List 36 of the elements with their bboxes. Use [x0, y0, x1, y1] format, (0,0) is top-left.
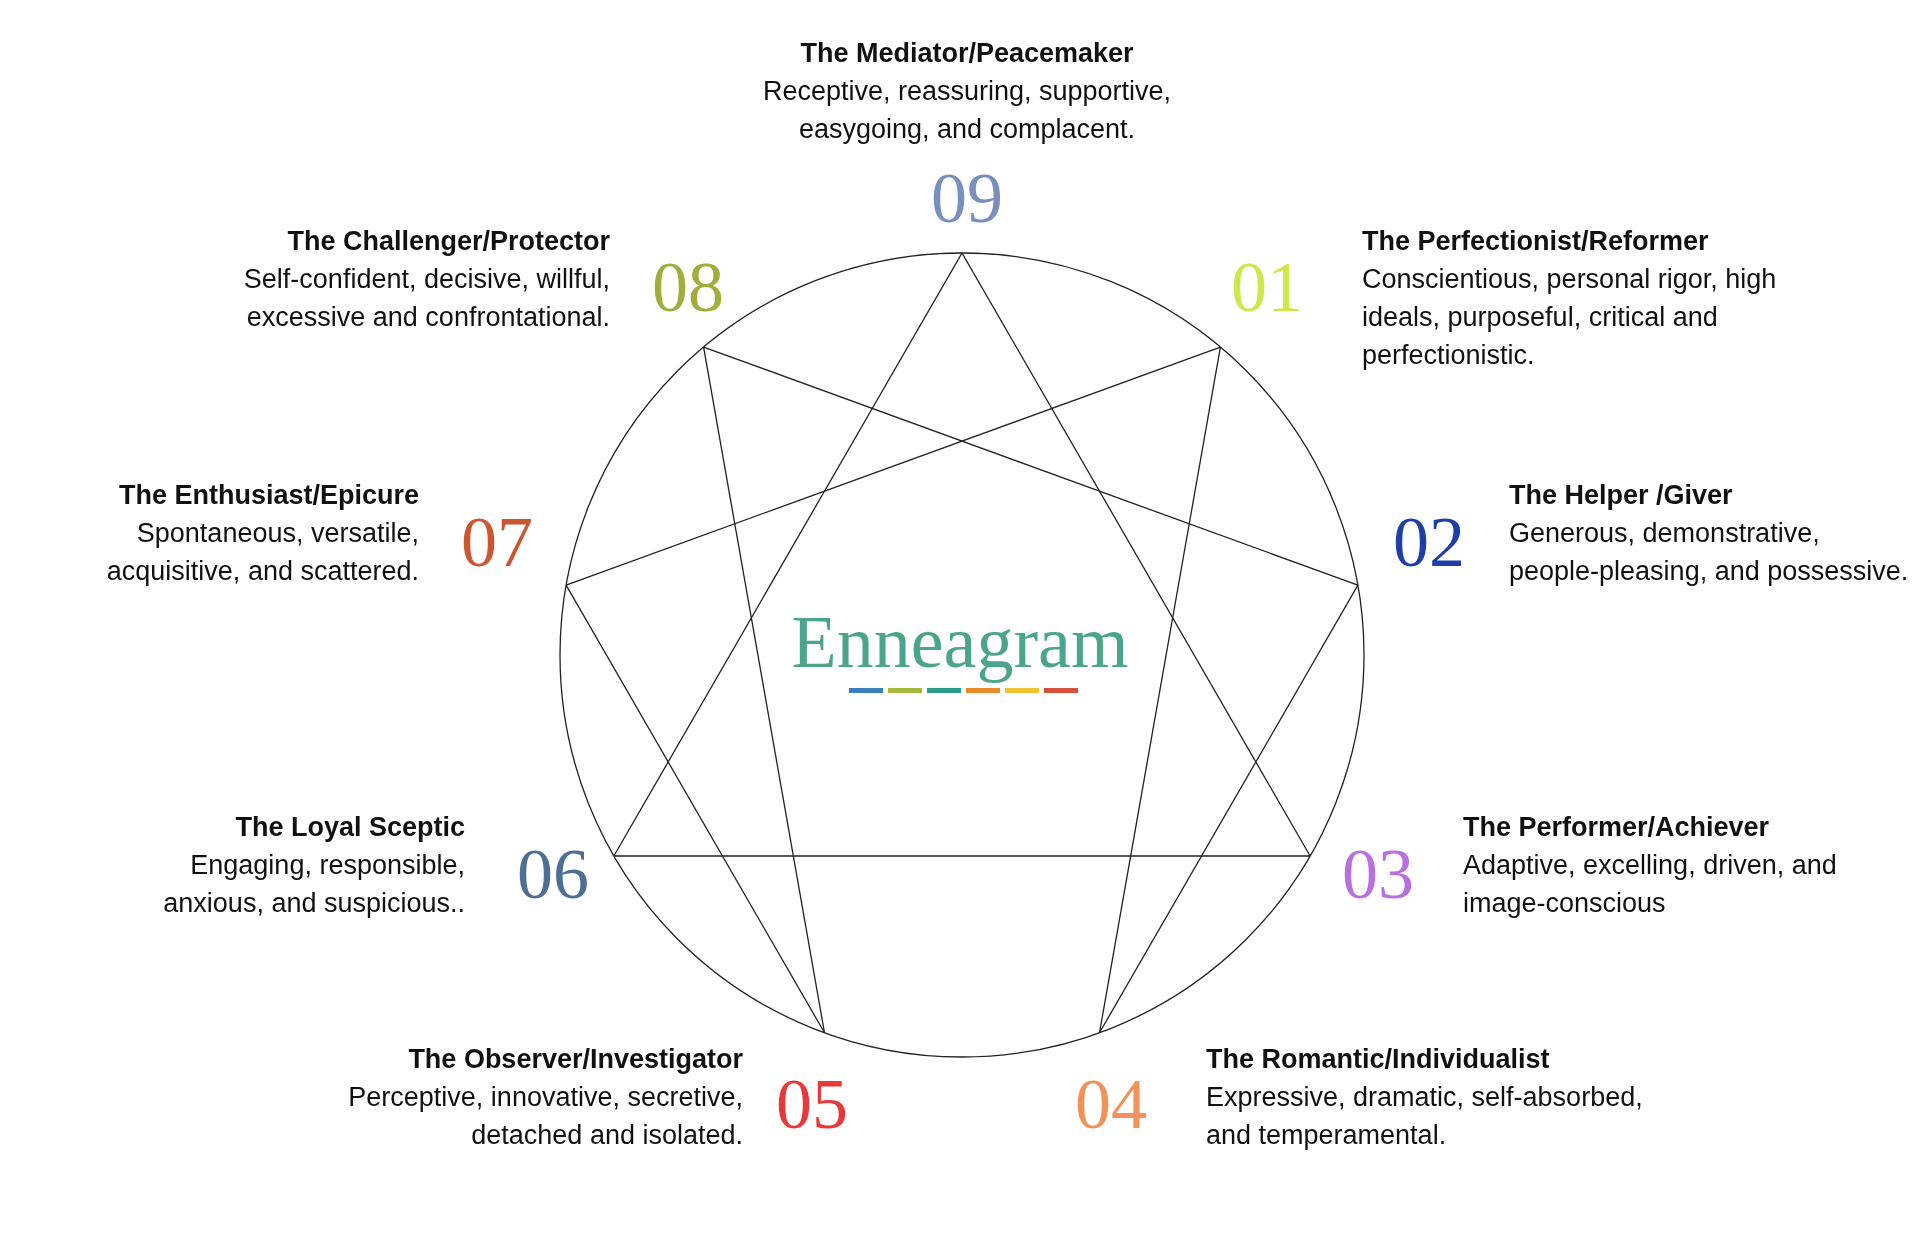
connector-line — [1098, 346, 1222, 1034]
type-heading: The Loyal Sceptic — [234, 811, 465, 844]
type-description: Generous, demonstrative, people-pleasing, and possessive. — [1509, 517, 1909, 588]
type-number: 06 — [517, 838, 589, 910]
type-description: Self-confident, decisive, willful, excessive and confrontational. — [242, 263, 610, 334]
type-number: 09 — [931, 162, 1003, 234]
type-number: 05 — [776, 1068, 848, 1140]
type-description: Engaging, responsible, anxious, and suspicious.. — [162, 849, 465, 920]
type-description: Conscientious, personal rigor, high ideals, purposeful, critical and perfectionistic. — [1362, 263, 1778, 372]
type-heading: The Romantic/Individualist — [1206, 1043, 1551, 1076]
connector-line — [613, 855, 1311, 857]
connector-line — [961, 252, 1311, 857]
type-number: 04 — [1075, 1068, 1147, 1140]
connector-line — [565, 346, 1222, 586]
type-description: Adaptive, excelling, driven, and image-conscious — [1463, 849, 1838, 920]
type-number: 02 — [1393, 506, 1465, 578]
type-number: 01 — [1231, 251, 1303, 323]
type-heading: The Perfectionist/Reformer — [1362, 225, 1710, 258]
type-heading: The Enthusiast/Epicure — [117, 479, 419, 512]
type-heading: The Mediator/Peacemaker — [799, 37, 1135, 70]
type-heading: The Challenger/Protector — [286, 225, 610, 258]
type-heading: The Helper /Giver — [1509, 479, 1734, 512]
type-heading: The Performer/Achiever — [1463, 811, 1771, 844]
type-number: 07 — [461, 506, 533, 578]
connector-line — [565, 584, 826, 1034]
type-description: Spontaneous, versatile, acquisitive, and scattered. — [105, 517, 419, 588]
connector-line — [702, 346, 826, 1034]
connector-line — [702, 346, 1359, 586]
connector-line — [613, 252, 963, 857]
type-heading: The Observer/Investigator — [407, 1043, 743, 1076]
type-description: Perceptive, innovative, secretive, detached and isolated. — [347, 1081, 743, 1152]
type-number: 08 — [652, 251, 724, 323]
type-description: Receptive, reassuring, supportive, easygoing, and complacent. — [761, 75, 1173, 146]
type-description: Expressive, dramatic, self-absorbed, and temperamental. — [1206, 1081, 1644, 1152]
connector-line — [1098, 584, 1359, 1034]
type-number: 03 — [1342, 838, 1414, 910]
